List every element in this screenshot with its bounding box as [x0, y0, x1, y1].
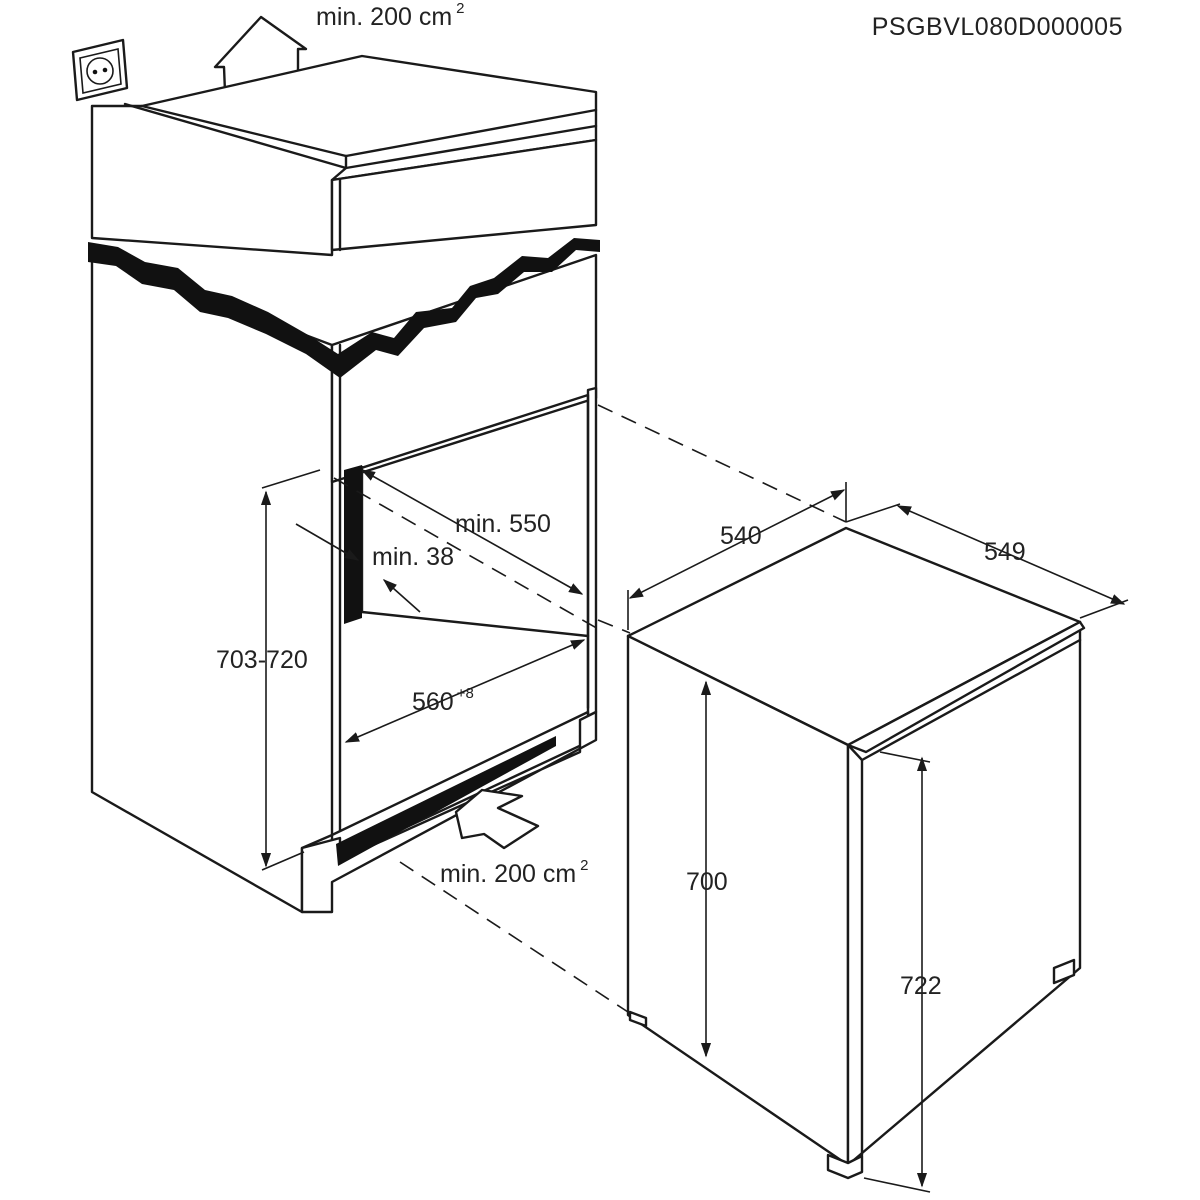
niche-dimension-lines	[260, 469, 586, 871]
niche-width-label: 560+8	[412, 685, 474, 716]
diagram-code: PSGBVL080D000005	[872, 13, 1123, 41]
niche-depth-label: min. 550	[455, 510, 551, 538]
alignment-lines	[333, 404, 847, 1013]
niche-rear-gap-label: min. 38	[372, 543, 454, 571]
kitchen-cabinet	[90, 54, 598, 914]
power-socket-icon	[71, 38, 129, 102]
appliance-dimension-lines	[627, 482, 1129, 1193]
niche-height-label: 703-720	[216, 646, 308, 674]
appliance-height-body-label: 700	[686, 868, 728, 896]
appliance-width-label: 540	[720, 522, 762, 550]
ventilation-bottom-arrow-icon	[454, 788, 540, 850]
appliance-height-total-label: 722	[900, 972, 942, 1000]
appliance-depth-label: 549	[984, 538, 1026, 566]
appliance	[626, 526, 1086, 1180]
